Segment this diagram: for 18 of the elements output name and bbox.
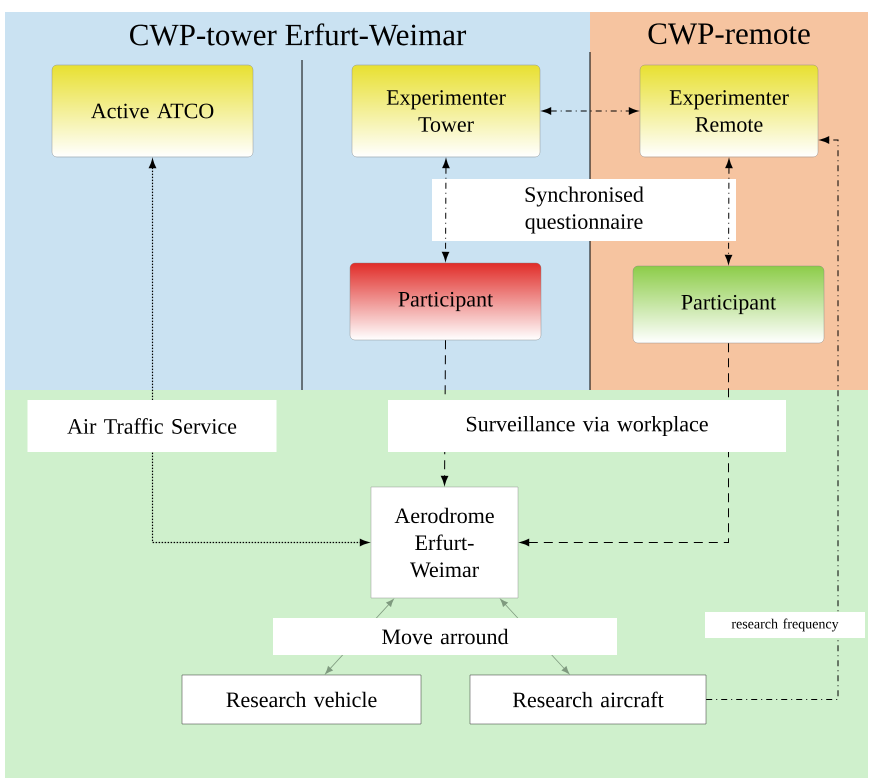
connector-arrow: [706, 136, 838, 700]
edge-label: Move arround: [273, 618, 617, 655]
edge-label: Air Traffic Service: [28, 400, 276, 452]
process-box: Experimenter Tower: [352, 64, 540, 158]
process-box: Research aircraft: [470, 674, 706, 724]
connector-arrow: [724, 158, 733, 264]
process-box: Experimenter Remote: [640, 64, 818, 158]
process-box: Active ATCO: [52, 64, 254, 158]
connector-arrow: [542, 107, 638, 115]
process-box: Aerodrome Erfurt-Weimar: [370, 486, 518, 598]
edge-label: Surveillance via workplace: [388, 400, 786, 452]
edge-label: research frequency: [705, 612, 865, 638]
connector-arrow: [442, 158, 450, 262]
connector-arrow: [148, 159, 369, 546]
process-box: Research vehicle: [182, 674, 422, 724]
process-box: Participant: [632, 266, 824, 344]
process-box: Participant: [350, 262, 542, 340]
edge-label: Synchronised questionnaire: [432, 179, 736, 241]
